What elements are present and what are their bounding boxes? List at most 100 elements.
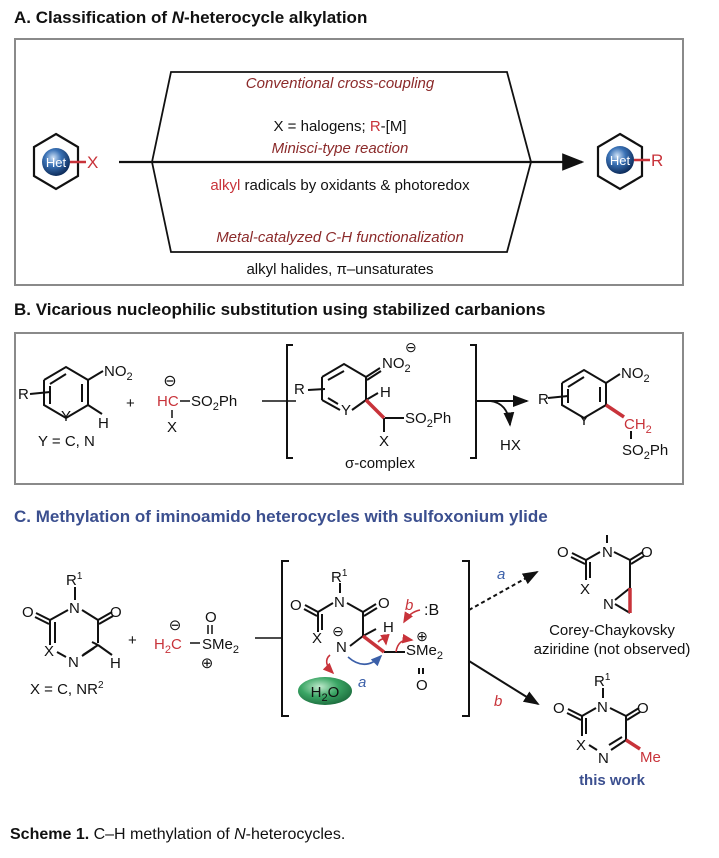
o-atom: O bbox=[290, 597, 302, 614]
n-atom: N bbox=[336, 639, 347, 656]
het-product: Het R bbox=[596, 132, 663, 191]
o-atom: O bbox=[378, 595, 390, 612]
route-label-cross-coupling: Conventional cross-coupling bbox=[246, 75, 435, 92]
byproduct-hx: HX bbox=[500, 437, 521, 454]
negative-charge-icon: ⊖ bbox=[405, 339, 417, 355]
methylene-ch2: CH2 bbox=[624, 416, 652, 436]
nitro-group: NO2 bbox=[104, 363, 133, 383]
h-atom: H bbox=[383, 619, 394, 636]
sigma-complex-ring bbox=[307, 362, 404, 432]
curved-arrow-sulfur bbox=[395, 633, 414, 653]
het-substrate: Het X bbox=[32, 132, 98, 191]
o-atom: O bbox=[110, 604, 122, 621]
panel-b-title: B. Vicarious nucleophilic substitution u… bbox=[14, 300, 546, 319]
path-b-label: b bbox=[405, 597, 413, 614]
hexagon-ring bbox=[32, 132, 80, 191]
x-atom: X bbox=[312, 630, 322, 647]
route-detail-minisci: alkyl radicals by oxidants & photoredox bbox=[210, 177, 470, 194]
plus-sign: + bbox=[128, 632, 137, 649]
o-atom: O bbox=[553, 700, 565, 717]
curved-arrow bbox=[489, 400, 515, 427]
het-ball-icon bbox=[42, 148, 70, 176]
n-atom: N bbox=[68, 654, 79, 671]
x-group: X bbox=[87, 153, 98, 172]
h-atom: H bbox=[98, 415, 109, 432]
het-label: Het bbox=[46, 155, 67, 170]
sulfonyl-group: SO2Ph bbox=[191, 393, 237, 413]
ylide-h2c: H2C bbox=[154, 636, 182, 656]
n-atom: N bbox=[603, 596, 614, 613]
o-atom: O bbox=[205, 609, 217, 626]
x-atom: X bbox=[44, 643, 54, 660]
route-label-metal-catalyzed: Metal-catalyzed C-H functionalization bbox=[216, 229, 464, 246]
n-atom: N bbox=[598, 750, 609, 767]
h-atom: H bbox=[380, 384, 391, 401]
x-atom: X bbox=[580, 581, 590, 598]
triazinedione-substrate bbox=[34, 587, 114, 658]
carbanion-hc: HC bbox=[157, 393, 179, 410]
route-detail-metal-catalyzed: alkyl halides, π–unsaturates bbox=[246, 261, 433, 278]
caption-italic: N bbox=[234, 826, 246, 843]
positive-charge-icon: ⊕ bbox=[201, 655, 214, 672]
r-substituent: R bbox=[294, 381, 305, 398]
panel-b-frame bbox=[14, 332, 684, 485]
hexagon-ring bbox=[596, 132, 644, 191]
o-atom: O bbox=[22, 604, 34, 621]
r-substituent: R bbox=[538, 391, 549, 408]
route-label-minisci: Minisci-type reaction bbox=[272, 140, 409, 157]
positive-charge-icon: ⊕ bbox=[416, 628, 428, 644]
aziridine-note: aziridine (not observed) bbox=[534, 641, 691, 658]
n-atom: N bbox=[69, 600, 80, 617]
nitro-group: NO2 bbox=[621, 365, 650, 385]
vns-substrate bbox=[29, 365, 104, 420]
x-definition: X = C, NR2 bbox=[30, 680, 104, 698]
path-b-arrow bbox=[468, 660, 540, 706]
o-atom: O bbox=[637, 700, 649, 717]
ring-atom-y: Y bbox=[341, 402, 351, 419]
route-trapezoid bbox=[151, 71, 532, 253]
n-atom: N bbox=[602, 544, 613, 561]
this-work-label: this work bbox=[579, 772, 646, 789]
water-label: H2O bbox=[311, 684, 340, 704]
water-bubble bbox=[298, 677, 352, 705]
path-b-label: b bbox=[494, 693, 502, 710]
o-atom: O bbox=[416, 677, 428, 694]
scheme-caption: Scheme 1. C–H methylation of N-heterocyc… bbox=[10, 826, 345, 844]
new-bond bbox=[605, 403, 625, 419]
title-italic: N bbox=[171, 8, 185, 27]
leaving-group-x: X bbox=[379, 433, 389, 450]
betaine-intermediate bbox=[303, 583, 424, 674]
nitro-group: NO2 bbox=[382, 355, 411, 375]
curved-arrow-path-a bbox=[347, 654, 383, 667]
panel-c-title: C. Methylation of iminoamido heterocycle… bbox=[14, 507, 548, 526]
route-detail-cross-coupling: X = halogens; R-[M] bbox=[274, 118, 407, 135]
ring-atom-y: Y bbox=[579, 412, 589, 429]
methylated-product bbox=[566, 688, 641, 751]
caption-text: -heterocycles. bbox=[245, 826, 346, 843]
x-atom: X bbox=[576, 737, 586, 754]
aziridine-label: Corey-Chaykovsky bbox=[549, 622, 675, 639]
methyl-group: Me bbox=[640, 749, 661, 766]
path-a-arrow bbox=[468, 571, 539, 611]
negative-charge-icon: ⊖ bbox=[169, 617, 182, 634]
sulfur-sme2: SMe2 bbox=[202, 636, 239, 656]
sulfonyl-group: SO2Ph bbox=[405, 410, 451, 430]
bracket-left bbox=[281, 560, 289, 717]
r1-substituent: R1 bbox=[331, 568, 348, 586]
o-atom: O bbox=[557, 544, 569, 561]
sulfonyl-group: SO2Ph bbox=[622, 442, 668, 462]
new-bond bbox=[361, 634, 386, 654]
r1-substituent: R1 bbox=[594, 672, 611, 690]
new-bond bbox=[364, 398, 386, 420]
bracket-left bbox=[286, 344, 293, 459]
n-atom: N bbox=[597, 699, 608, 716]
bracket-right bbox=[462, 560, 470, 717]
caption-text: C–H methylation of bbox=[89, 826, 235, 843]
r-group: R bbox=[651, 151, 663, 170]
plus-sign: + bbox=[126, 395, 135, 412]
curved-arrow-bond bbox=[377, 633, 390, 646]
panel-a-title: A. Classification of N-heterocycle alkyl… bbox=[14, 8, 367, 28]
panel-a-frame bbox=[14, 38, 684, 286]
aziridine-product bbox=[570, 535, 645, 614]
negative-charge-icon: ⊖ bbox=[163, 373, 176, 390]
